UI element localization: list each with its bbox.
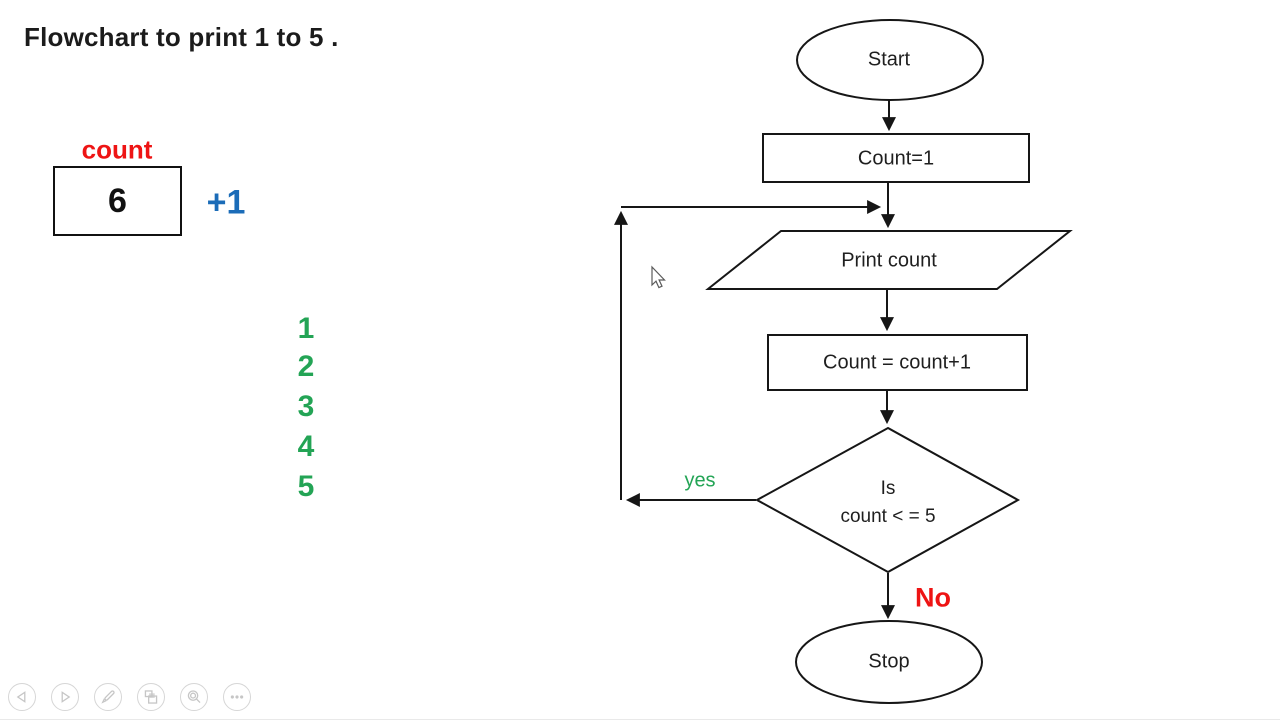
init-label: Count=1 [857, 147, 935, 170]
magnifier-icon [187, 690, 201, 704]
printed-number-5: 5 [297, 470, 315, 503]
start-label: Start [867, 48, 911, 71]
decision-label: Is count < = 5 [840, 475, 935, 531]
printed-number-3: 3 [297, 390, 315, 423]
more-options-button[interactable] [223, 683, 251, 711]
pen-button[interactable] [94, 683, 122, 711]
zoom-button[interactable] [180, 683, 208, 711]
next-slide-triangle-icon [61, 691, 71, 703]
presenter-toolbar [8, 683, 251, 711]
printed-number-4: 4 [297, 430, 315, 463]
pen-icon [101, 690, 115, 704]
decision-label-line1: Is [880, 478, 896, 499]
previous-slide-triangle-icon [16, 691, 26, 703]
mouse-cursor-icon [651, 265, 666, 289]
stop-label: Stop [868, 650, 910, 673]
flow-shapes [705, 19, 1073, 704]
stop-terminator-shape [795, 620, 983, 704]
flow-connectors [614, 100, 896, 620]
yes-branch-label: yes [684, 469, 716, 492]
previous-slide-button[interactable] [8, 683, 36, 711]
increment-process-shape [767, 334, 1028, 391]
count-variable-label: count [81, 134, 153, 165]
decision-label-line2: count < = 5 [840, 506, 936, 527]
increment-annotation: +1 [206, 183, 246, 222]
start-terminator-shape [796, 19, 984, 101]
printed-number-2: 2 [297, 350, 315, 383]
see-all-slides-button[interactable] [137, 683, 165, 711]
see-all-slides-icon [144, 690, 158, 704]
count-variable-box: 6 [53, 166, 182, 236]
printed-number-1: 1 [297, 312, 315, 345]
next-slide-button[interactable] [51, 683, 79, 711]
no-branch-label: No [915, 582, 951, 613]
init-process-shape [762, 133, 1030, 183]
ellipsis-icon [230, 695, 244, 699]
print-io-parallelogram-shape [705, 230, 1073, 290]
print-label: Print count [841, 249, 937, 272]
increment-label: Count = count+1 [823, 351, 971, 374]
slide-title: Flowchart to print 1 to 5 . [24, 22, 339, 52]
count-variable-value: 6 [108, 181, 127, 220]
decision-diamond-shape [754, 426, 1021, 574]
